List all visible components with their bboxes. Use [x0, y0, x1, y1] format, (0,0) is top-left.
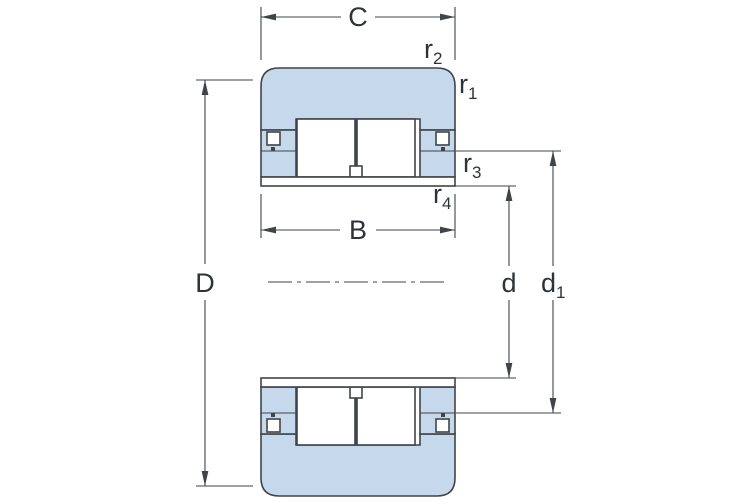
dim-C-label: C — [348, 2, 368, 32]
side-ring-top-right — [419, 129, 456, 178]
dim-D-arrow-bottom — [201, 471, 209, 486]
dim-C-arrow-right — [440, 13, 455, 21]
dimension-B: B — [260, 194, 456, 245]
roller-bottom-right — [356, 386, 416, 446]
radius-r2-label: r2 — [424, 34, 442, 68]
inner-ring-top-band — [260, 176, 456, 187]
side-ring-bottom-right — [419, 386, 456, 435]
dim-d1-arrow-bottom — [549, 398, 557, 413]
dim-d-arrow-bottom — [505, 363, 513, 378]
seal-element-bottom-right — [435, 418, 450, 433]
dim-D-label: D — [195, 268, 215, 298]
roller-top-left — [296, 118, 356, 178]
radius-r4-label: r4 — [433, 179, 451, 213]
dim-C-arrow-left — [261, 13, 276, 21]
seal-element-bottom-left — [266, 418, 281, 433]
dimension-d1: d1 — [456, 150, 566, 414]
dim-d1-extension-lines — [456, 150, 561, 414]
dim-d-arrow-top — [505, 186, 513, 201]
dim-B-label: B — [349, 215, 367, 245]
dim-B-arrow-left — [261, 226, 276, 234]
dim-d1-arrow-top — [549, 151, 557, 166]
side-ring-bottom-left — [260, 386, 297, 435]
side-ring-top-left — [260, 129, 297, 178]
rivet-dot-bottom-right — [441, 413, 445, 417]
rivet-dot-top-right — [441, 147, 445, 151]
dim-B-extension-lines — [260, 194, 456, 238]
rivet-dot-bottom-left — [271, 413, 275, 417]
rivet-dot-top-left — [271, 147, 275, 151]
cage-block-top — [349, 165, 363, 178]
radius-r3-label: r3 — [463, 148, 481, 182]
dimension-d: d — [455, 185, 517, 379]
roller-bottom-left — [296, 386, 356, 446]
radius-r1-label: r1 — [459, 69, 477, 103]
dimension-C: C — [260, 2, 456, 60]
dimension-D: D — [195, 79, 253, 487]
cage-block-bottom — [349, 386, 363, 399]
inner-ring-bottom-band — [260, 377, 456, 388]
roller-top-right — [356, 118, 416, 178]
seal-element-top-left — [266, 131, 281, 146]
dim-d-label: d — [501, 268, 516, 298]
dim-d-extension-lines — [455, 185, 516, 379]
dim-D-arrow-top — [201, 80, 209, 95]
dim-C-extension-lines — [260, 7, 456, 60]
dim-B-arrow-right — [440, 226, 455, 234]
seal-element-top-right — [435, 131, 450, 146]
dim-d1-label: d1 — [541, 268, 566, 302]
